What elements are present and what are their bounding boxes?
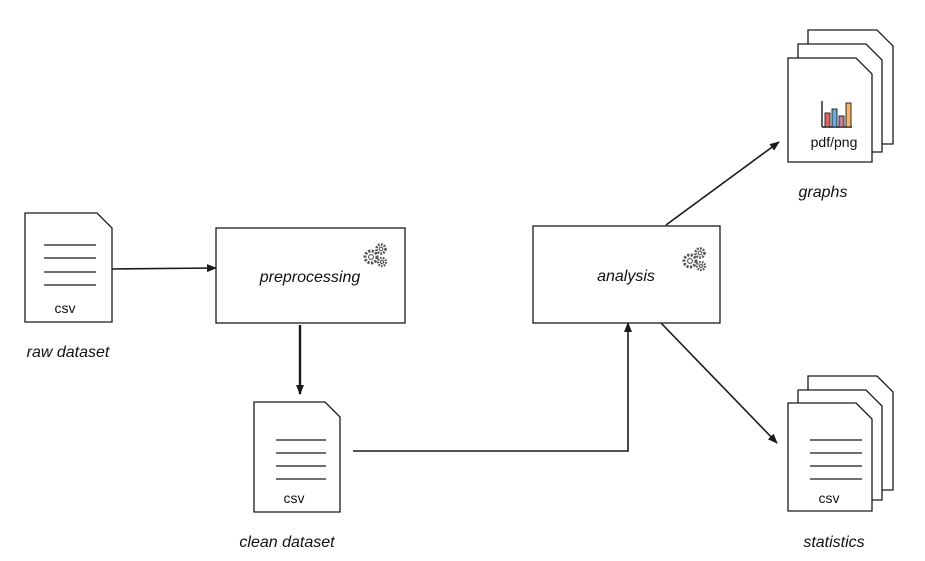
statistics-caption: statistics: [803, 534, 864, 551]
clean-dataset-node: csv clean dataset: [239, 401, 341, 551]
graphs-filetype: pdf/png: [811, 134, 858, 150]
edge-analysis-to-statistics: [660, 322, 778, 444]
preprocessing-node: preprocessing: [215, 227, 406, 324]
edge-clean-to-analysis: [353, 322, 632, 452]
bar-chart-icon: [821, 101, 852, 128]
graphs-document-icon: [787, 57, 873, 163]
statistics-node: csv statistics: [787, 375, 894, 551]
gears-icon: [682, 247, 707, 272]
graphs-caption: graphs: [799, 184, 848, 201]
preprocessing-label: preprocessing: [259, 269, 361, 286]
analysis-node: analysis: [532, 225, 721, 324]
clean-dataset-filetype: csv: [284, 490, 305, 506]
gears-icon: [363, 243, 388, 268]
raw-dataset-node: csv raw dataset: [24, 212, 113, 361]
edge-raw-to-preprocessing: [111, 264, 217, 273]
raw-dataset-document-icon: [24, 212, 113, 323]
statistics-filetype: csv: [819, 490, 840, 506]
edge-analysis-to-graphs: [665, 141, 780, 226]
clean-dataset-caption: clean dataset: [239, 534, 335, 551]
analysis-label: analysis: [597, 268, 655, 285]
preprocessing-box: [215, 227, 406, 324]
analysis-box: [532, 225, 721, 324]
statistics-document-icon: [787, 402, 873, 512]
raw-dataset-caption: raw dataset: [27, 344, 110, 361]
raw-dataset-filetype: csv: [55, 300, 76, 316]
clean-dataset-document-icon: [253, 401, 341, 513]
graphs-node: pdf/png graphs: [787, 29, 894, 201]
